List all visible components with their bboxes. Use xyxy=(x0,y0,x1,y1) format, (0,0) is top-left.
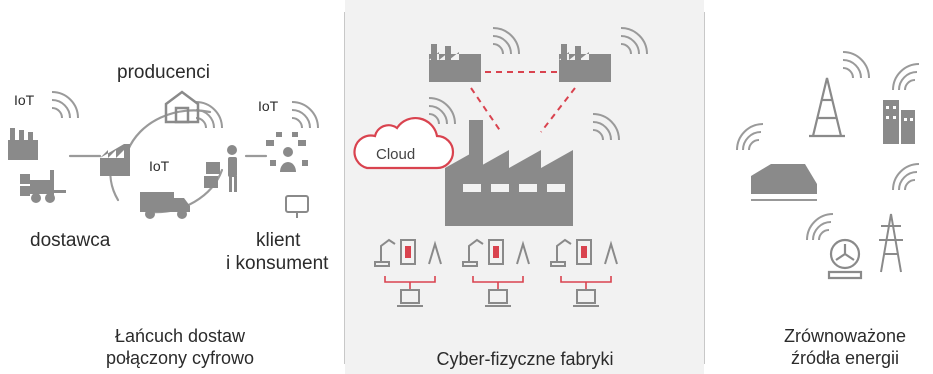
factory-icon xyxy=(100,144,130,176)
supply-chain-panel: producenci IoT IoT IoT dostawca klient i… xyxy=(0,0,344,374)
machine-indicator xyxy=(405,246,587,258)
caption-line: źródła energii xyxy=(790,348,900,368)
wifi-signal-icon xyxy=(291,101,319,129)
factory-caption: Cyber-fizyczne fabryki xyxy=(436,349,614,369)
wifi-signal-icon xyxy=(428,97,456,125)
energy-caption: Zrównoważone źródła energii xyxy=(757,325,933,369)
divider xyxy=(704,12,705,364)
caption-line: Zrównoważone xyxy=(783,326,907,346)
client-label: klient xyxy=(256,230,301,251)
iot-label: IoT xyxy=(14,92,35,108)
wind-generator-icon xyxy=(827,238,863,280)
factory-illustration xyxy=(353,27,648,307)
factory-icon xyxy=(559,44,611,82)
factory-icon xyxy=(8,128,38,160)
wifi-signal-icon xyxy=(592,113,620,141)
train-icon xyxy=(751,164,817,194)
tablet-icon xyxy=(285,195,309,218)
power-pylon-icon xyxy=(879,213,903,273)
factory-icon xyxy=(429,44,481,82)
building-windows xyxy=(886,106,913,121)
wifi-signal-icon xyxy=(492,27,520,55)
delivery-person-icon xyxy=(204,145,237,192)
main-factory-icon xyxy=(445,120,573,226)
producers-label: producenci xyxy=(117,62,210,83)
wifi-signal-icon xyxy=(736,123,764,151)
supply-chain-illustration xyxy=(8,90,319,219)
client-icon xyxy=(266,132,308,172)
divider xyxy=(344,12,345,364)
wifi-signal-icon xyxy=(892,163,920,191)
machine-connector xyxy=(384,276,612,290)
energy-illustration xyxy=(736,51,920,280)
caption-line: połączony cyfrowo xyxy=(105,348,255,368)
caption-line: Łańcuch dostaw xyxy=(114,326,246,346)
cloud-icon xyxy=(353,116,455,170)
oil-derrick-icon xyxy=(809,77,845,138)
supplier-label: dostawca xyxy=(30,230,111,251)
network-link xyxy=(470,71,576,133)
laptop-icon xyxy=(397,289,599,307)
energy-panel: Zrównoważone źródła energii xyxy=(705,0,933,374)
wifi-signal-icon xyxy=(892,63,920,91)
wifi-signal-icon xyxy=(195,101,223,129)
wifi-signal-icon xyxy=(51,91,79,119)
iot-label: IoT xyxy=(149,158,170,174)
factory-panel: Cloud Cyber-fizyczne fabryki xyxy=(345,0,704,374)
wifi-signal-icon xyxy=(620,27,648,55)
forklift-icon xyxy=(20,170,66,203)
iot-label: IoT xyxy=(258,98,279,114)
truck-icon xyxy=(140,192,190,219)
cloud-label: Cloud xyxy=(376,146,416,163)
wifi-signal-icon xyxy=(806,213,834,241)
robot-arm-row xyxy=(374,238,618,267)
consumer-label: i konsument xyxy=(226,253,329,274)
factory-windows xyxy=(463,184,565,192)
warehouse-icon xyxy=(164,90,200,124)
supply-chain-caption: Łańcuch dostaw połączony cyfrowo xyxy=(80,325,280,369)
wifi-signal-icon xyxy=(842,51,870,79)
